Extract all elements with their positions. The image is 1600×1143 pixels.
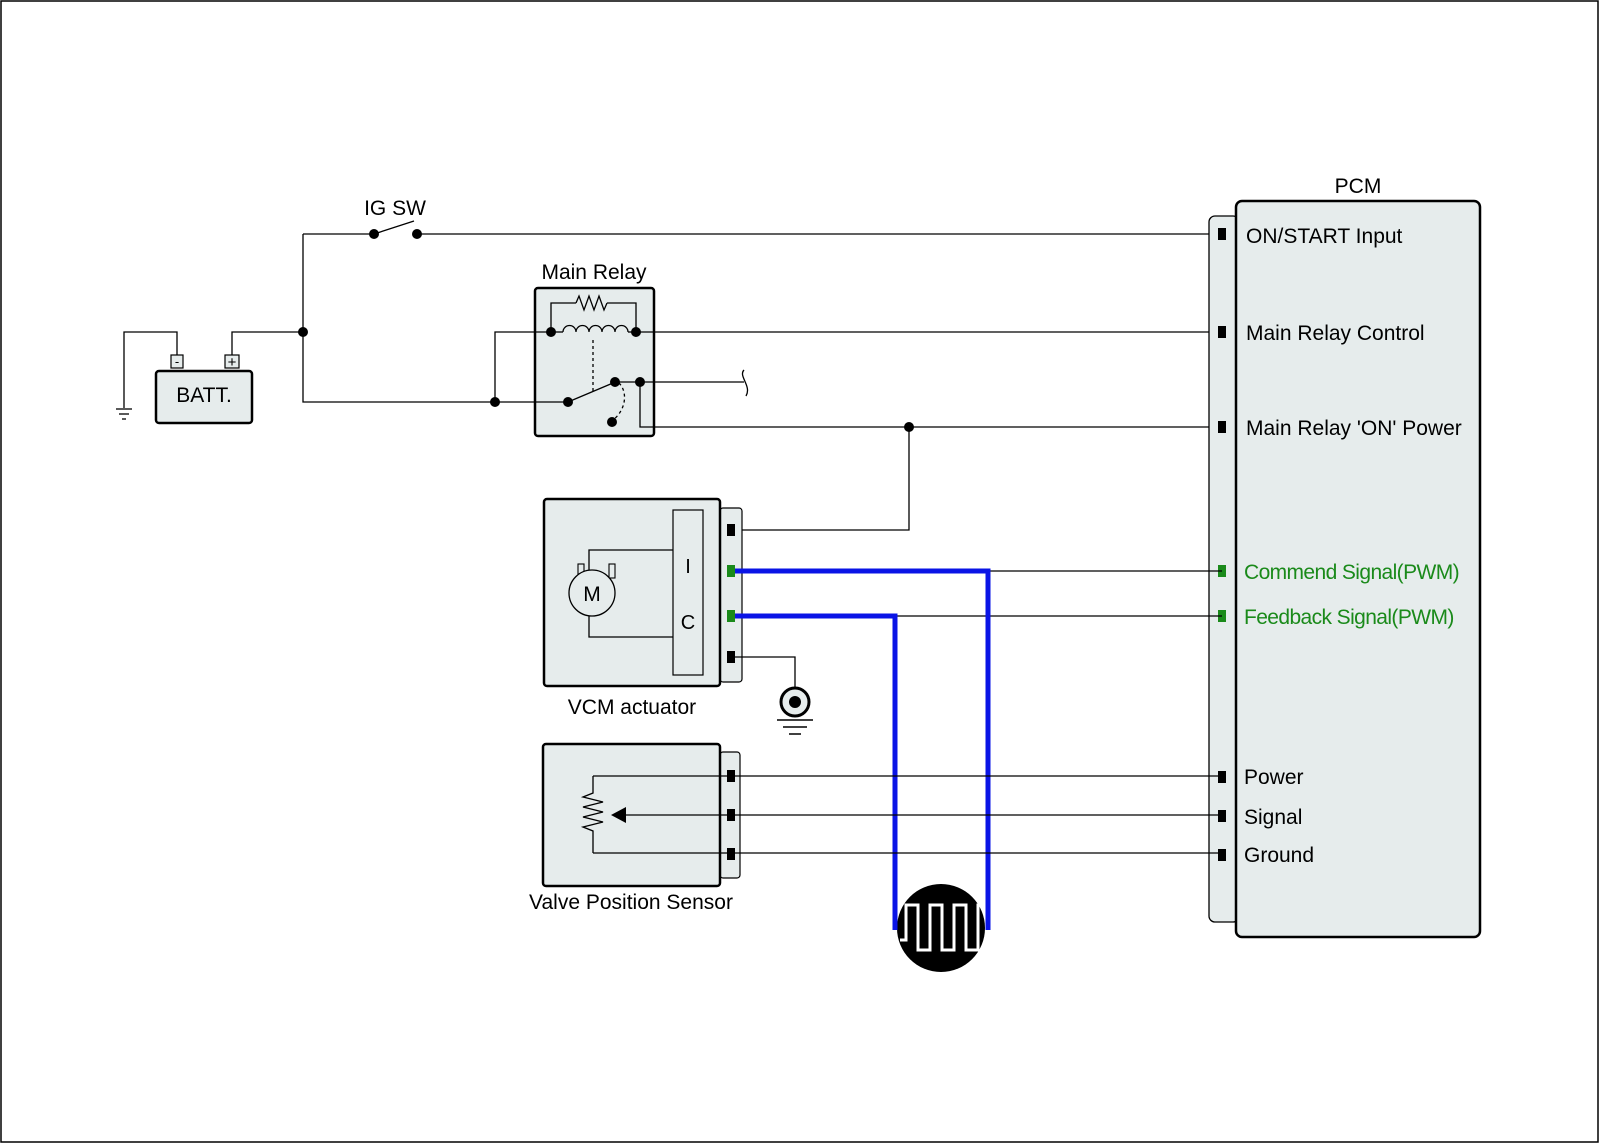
motor-icon: M [568,549,673,638]
pcm-pin-feedback-signal: Feedback Signal(PWM) [1244,606,1454,629]
main-relay: Main Relay [533,261,656,438]
pcm-pin-signal: Signal [1244,806,1302,829]
pcm-pin-power: Power [1244,766,1304,789]
valve-position-sensor-label: Valve Position Sensor [529,891,733,914]
battery-plus-label: + [228,354,237,371]
ic-terminal-c: C [681,612,695,634]
pwm-waveform-icon [897,884,985,972]
potentiometer-icon [580,775,727,854]
ic-terminal-i: I [685,556,691,578]
ig-switch-label: IG SW [364,197,426,220]
motor-label: M [583,583,601,606]
pcm-pin-main-relay-on-power: Main Relay 'ON' Power [1246,417,1462,440]
vcm-actuator: I C M VCM actuator [542,497,743,719]
chassis-ground-icon [777,686,813,735]
pcm-pin-on-start-input: ON/START Input [1246,225,1403,248]
pcm-pin-commend-signal: Commend Signal(PWM) [1244,561,1459,584]
vcm-actuator-label: VCM actuator [568,696,696,719]
ig-switch: IG SW [364,197,426,239]
pcm-pin-main-relay-control: Main Relay Control [1246,322,1425,345]
battery-minus-label: - [175,354,179,369]
battery: BATT. - + [154,354,254,425]
pcm-label: PCM [1335,175,1382,198]
battery-label: BATT. [176,384,232,407]
pcm-module: PCM ON/START Input Main Relay Control Ma… [1208,175,1482,939]
ground-symbol-icon [116,408,132,420]
main-relay-label: Main Relay [541,261,647,284]
pcm-pin-ground: Ground [1244,844,1314,867]
valve-position-sensor: Valve Position Sensor [529,742,741,914]
